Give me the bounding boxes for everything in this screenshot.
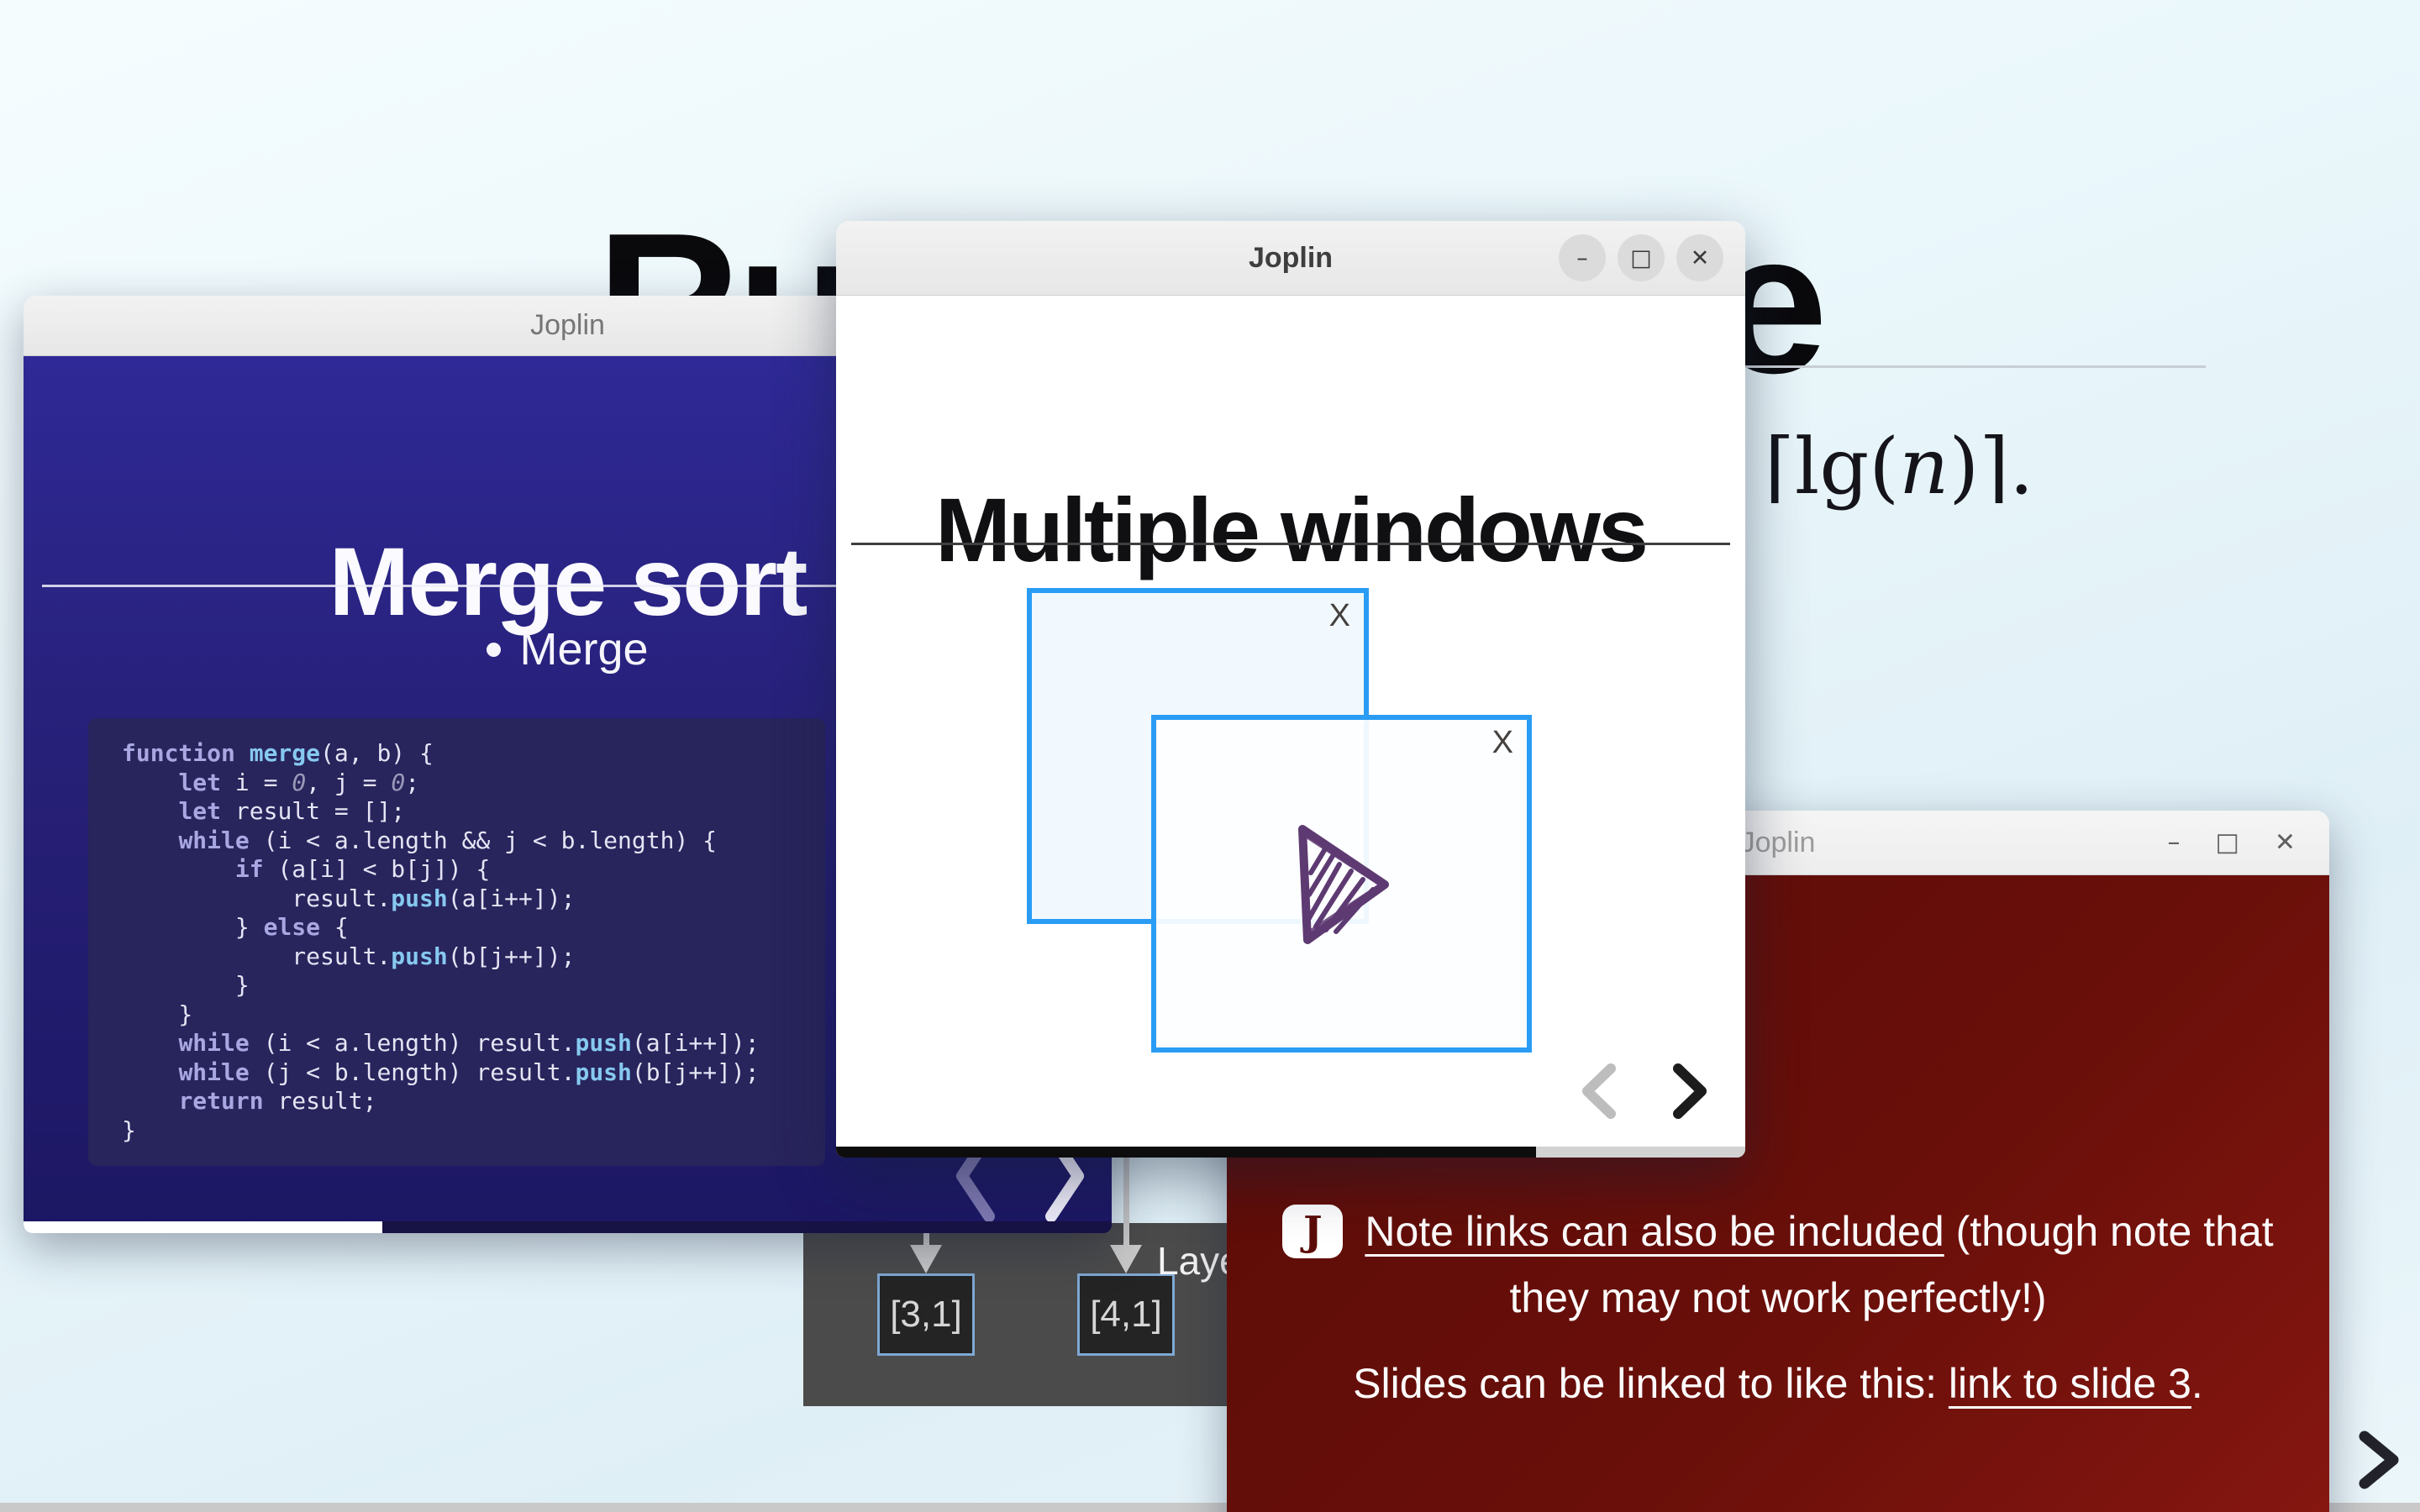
window-title: Joplin bbox=[1248, 241, 1334, 274]
box-close-icon[interactable]: X bbox=[1491, 725, 1513, 760]
math-variable: n bbox=[1899, 422, 1949, 512]
tree-node-box: [4,1] bbox=[1077, 1273, 1175, 1356]
notes-line-1: J Note links can also be included (thoug… bbox=[1227, 1205, 2329, 1258]
math-prefix: ⌈lg( bbox=[1765, 422, 1900, 512]
slide-progress-track bbox=[836, 1147, 1745, 1158]
notes-line1-text: Note links can also be included (though … bbox=[1365, 1205, 2273, 1257]
notes-line-3: Slides can be linked to like this: link … bbox=[1227, 1357, 2329, 1410]
close-icon[interactable]: ✕ bbox=[1676, 234, 1723, 281]
slide-progress-track bbox=[24, 1221, 1112, 1233]
code-block: function merge(a, b) { let i = 0, j = 0;… bbox=[88, 718, 825, 1166]
tree-arrow-head bbox=[1110, 1245, 1142, 1273]
multi-slide-content: Multiple windows X X bbox=[836, 296, 1745, 1158]
titlebar[interactable]: Joplin – □ ✕ bbox=[836, 221, 1745, 296]
maximize-icon[interactable]: □ bbox=[1618, 234, 1665, 281]
bullet-item: Merge bbox=[24, 623, 1112, 675]
joplin-logo-letter: J bbox=[1303, 1208, 1323, 1255]
play-triangle-icon bbox=[1298, 825, 1389, 944]
tree-arrow-shaft bbox=[1123, 1138, 1129, 1245]
bg-slide-progress-bar bbox=[0, 1503, 2420, 1512]
slide-heading-divider bbox=[851, 543, 1730, 545]
slide-progress-fill bbox=[24, 1221, 383, 1233]
slide-heading: Multiple windows bbox=[935, 478, 1649, 580]
math-suffix: )⌉. bbox=[1949, 422, 2034, 512]
box-close-icon[interactable]: X bbox=[1328, 598, 1350, 633]
note-link[interactable]: Note links can also be included bbox=[1365, 1208, 1944, 1255]
notes-text-block: J Note links can also be included (thoug… bbox=[1227, 1205, 2329, 1410]
notes-line3-pre: Slides can be linked to like this: bbox=[1353, 1360, 1949, 1407]
notes-line1-rest: (though note that bbox=[1944, 1208, 2274, 1255]
tree-node-label: [3,1] bbox=[890, 1294, 962, 1335]
slide-title-divider bbox=[42, 585, 1092, 587]
tree-arrow-head bbox=[910, 1245, 942, 1273]
maximize-icon[interactable]: □ bbox=[2215, 827, 2239, 858]
slide-progress-fill bbox=[836, 1147, 1537, 1158]
tree-node-box: [3,1] bbox=[877, 1273, 975, 1356]
bullet-dot bbox=[487, 642, 502, 657]
window-note-links: Joplin – □ ✕ J Note links can also be in… bbox=[1227, 811, 2329, 1512]
drawn-window-box-front: X bbox=[1151, 715, 1532, 1053]
window-controls: – □ ✕ bbox=[1559, 234, 1723, 281]
minimize-icon[interactable]: – bbox=[1559, 234, 1606, 281]
tree-node-label: [4,1] bbox=[1090, 1294, 1162, 1335]
notes-line3-suffix: . bbox=[2191, 1360, 2203, 1407]
notes-line-2: they may not work perfectly!) bbox=[1509, 1274, 2047, 1321]
window-multiple-windows: Joplin – □ ✕ Multiple windows X X bbox=[836, 221, 1745, 1158]
slide-link[interactable]: link to slide 3 bbox=[1948, 1360, 2191, 1407]
window-controls: – □ ✕ bbox=[2156, 828, 2308, 858]
bullet-label: Merge bbox=[519, 624, 649, 675]
next-slide-chevron-icon[interactable] bbox=[2353, 1428, 2405, 1492]
minimize-icon[interactable]: – bbox=[2167, 827, 2181, 858]
close-icon[interactable]: ✕ bbox=[2274, 827, 2296, 858]
slide-title: Merge sort bbox=[329, 528, 808, 637]
window-title: Joplin bbox=[1740, 826, 1816, 858]
joplin-logo-icon: J bbox=[1282, 1205, 1344, 1258]
math-expression: ⌈lg(n)⌉. bbox=[1765, 422, 2033, 512]
window-title: Joplin bbox=[530, 309, 605, 341]
prev-slide-chevron-icon[interactable] bbox=[1576, 1060, 1623, 1122]
next-slide-chevron-icon[interactable] bbox=[1666, 1060, 1713, 1122]
